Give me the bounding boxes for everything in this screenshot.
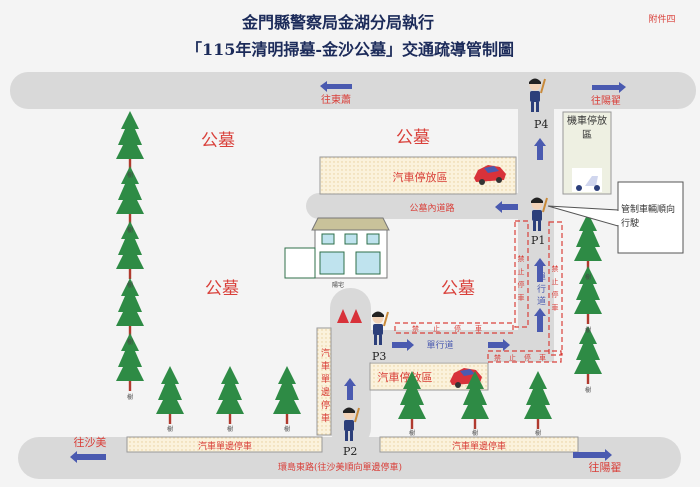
car-parking-top-label: 汽車停放區 [393, 170, 448, 184]
dir-top-left: 往東蕭 [321, 93, 351, 106]
cemetery-label: 公墓 [205, 279, 239, 299]
house-label: 陽宅 [332, 281, 344, 289]
tree-icon [574, 326, 602, 384]
inner-road-label: 公墓內道路 [409, 202, 454, 214]
tree-label: 樹 [127, 281, 133, 289]
side-parking-right [379, 436, 579, 453]
house-icon [284, 217, 390, 279]
tree-label: 樹 [127, 226, 133, 234]
tree-icon [216, 366, 244, 424]
cemetery-label: 公墓 [441, 279, 475, 299]
tree-label: 樹 [585, 386, 591, 394]
car-parking-mid-label: 汽車停放區 [378, 370, 433, 384]
attachment-label: 附件四 [648, 13, 675, 25]
no-parking-label: 禁止停車 [494, 353, 554, 362]
scooter-icon [572, 168, 602, 192]
one-way-v-label: 單行道 [535, 272, 546, 308]
tree-label: 樹 [227, 425, 233, 433]
tree-label: 樹 [585, 326, 591, 334]
tree-label: 樹 [472, 429, 478, 437]
side-parking-left-label: 汽車單邊停車 [198, 440, 252, 452]
no-parking-zones [394, 220, 563, 363]
cemetery-label: 公墓 [201, 131, 235, 151]
moto-parking-label: 機車停放區 [567, 116, 607, 141]
tree-label: 樹 [167, 425, 173, 433]
post-label-p3: P3 [372, 350, 386, 363]
title-line1: 金門縣警察局金湖分局執行 [241, 13, 434, 32]
tree-label: 樹 [409, 429, 415, 437]
bottom-road-label: 環島東路(往沙美順向單邊停車) [278, 461, 402, 473]
tree-icon [156, 366, 184, 424]
post-label-p2: P2 [343, 445, 357, 458]
tree-label: 樹 [127, 171, 133, 179]
post-label-p4: P4 [534, 118, 548, 131]
tree-icon [574, 213, 602, 271]
tree-icon [273, 366, 301, 424]
dir-bottom-left: 往沙美 [74, 435, 107, 449]
post-label-p1: P1 [531, 234, 545, 247]
dir-bottom-right: 往陽翟 [589, 460, 622, 474]
traffic-cone-icon [337, 309, 362, 323]
side-parking-left [126, 436, 323, 453]
dir-top-right: 往陽翟 [591, 94, 621, 107]
tree-label: 樹 [585, 273, 591, 281]
cemetery-label: 公墓 [396, 128, 430, 148]
callout-text: 管制車輛順向行駛 [621, 205, 676, 229]
tree-label: 樹 [284, 425, 290, 433]
side-parking-vertical [316, 327, 332, 436]
tree-label: 樹 [535, 429, 541, 437]
tree-label: 樹 [127, 338, 133, 346]
tree-label: 樹 [127, 393, 133, 401]
side-parking-right-label: 汽車單邊停車 [452, 440, 506, 452]
title-line2: 「115年清明掃墓-金沙公墓」交通疏導管制圖 [186, 40, 514, 59]
one-way-h-label: 單行道 [426, 339, 453, 351]
tree-icon [116, 111, 144, 169]
side-parking-vertical-label: 汽車單邊停車 [319, 347, 330, 426]
no-parking-label: 禁止停車 [517, 255, 525, 307]
callout [547, 181, 684, 254]
tree-icon [524, 371, 552, 429]
direction-arrows [70, 81, 626, 463]
no-parking-label: 禁止停車 [412, 324, 496, 333]
no-parking-label: 禁止停車 [551, 265, 559, 317]
